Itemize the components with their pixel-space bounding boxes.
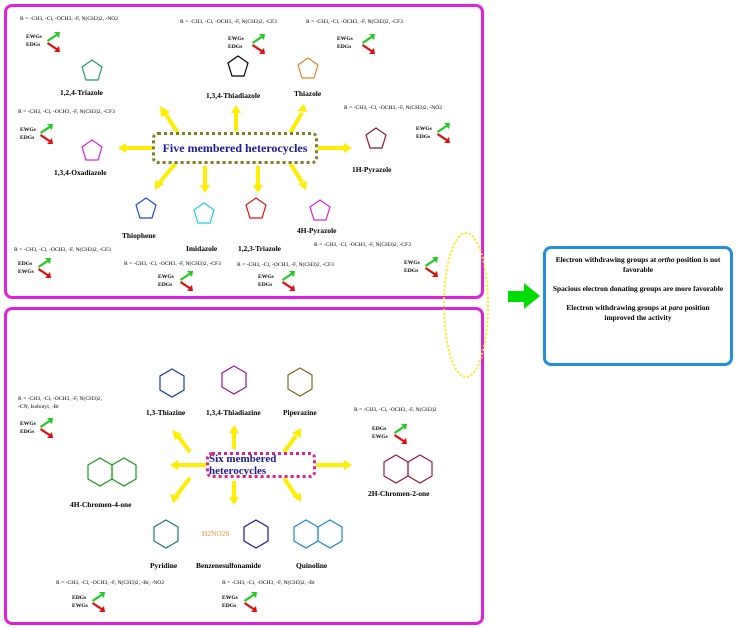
five-yellow-arrows: [126, 111, 344, 185]
ring-benzenesulfonamide: [243, 519, 269, 549]
r-line-thiophene: R = -CH3, -Cl, -OCH3, -F, N(CH3)2, -CF3: [14, 247, 111, 253]
r-line-chromen4: R = -CH3, -Cl, -OCH3, -F, N(CH3)2,: [18, 396, 102, 402]
name-123-triazole: 1,2,3-Triazole: [238, 244, 281, 253]
six-membered-panel: [4, 307, 484, 625]
six-yellow-arrowheads: [170, 425, 352, 505]
r-line-thiazole: R = -CH3, -Cl, -OCH3, -F, N(CH3)2, -CF3: [306, 19, 403, 25]
five-membered-panel: [4, 4, 484, 299]
ring-thiophene: [135, 197, 157, 219]
ring-thiazole: [297, 57, 319, 79]
ring-4h-pyrazole: [309, 199, 331, 221]
ring-4h-chromen-4-one: [87, 457, 137, 487]
info-line-spacious: Spacious electron donating groups are mo…: [552, 284, 724, 293]
ring-imidazole: [193, 202, 215, 224]
five-membered-title: Five membered heterocycles: [162, 140, 308, 155]
name-quinoline: Quinoline: [296, 561, 328, 570]
r-line-124-triazole: R = -CH3, -Cl, -OCH3, -F, N(CH3)2, -NO2: [20, 16, 119, 22]
dotted-ellipse: [443, 232, 489, 378]
six-membered-title: Six membered heterocycles: [209, 453, 277, 477]
five-yellow-arrowheads: [118, 104, 352, 193]
r-line-thiadiazole: R = -CH3, -Cl, -OCH3, -F, N(CH3)2, -CF3: [180, 19, 277, 25]
five-membered-title-box: Five membered heterocycles: [152, 132, 318, 164]
ring-134-thiadiazole: [227, 55, 249, 77]
name-4h-pyrazole: 4H-Pyrazole: [297, 226, 337, 235]
sar-info-box: Electron withdrawing groups at ortho pos…: [543, 246, 733, 366]
r-line-oxadiazole: R = -CH3, -Cl, -OCH3, -F, N(CH3)2, -CF3: [18, 109, 115, 115]
name-1h-pyrazole: 1H-Pyrazole: [352, 165, 392, 174]
ring-1h-pyrazole: [365, 127, 387, 149]
name-imidazole: Imidazole: [186, 244, 218, 253]
ring-134-thiadiazine: [221, 365, 247, 395]
r-line-pyridine: R = -CH3, -Cl, -OCH3, -F, N(CH3)2, -Br, …: [56, 580, 165, 586]
name-2h-chromen-2-one: 2H-Chromen-2-one: [368, 489, 430, 498]
ring-13-thiazine: [159, 368, 185, 398]
name-134-thiadiazine: 1,3,4-Thiadiazine: [206, 408, 261, 417]
r-line-1h-pyrazole: R = -CH3, -Cl, -OCH3, -F, N(CH3)2, -NO2: [344, 105, 443, 111]
name-thiophene: Thiophene: [122, 231, 156, 240]
name-134-thiadiazole: 1,3,4-Thiadiazole: [206, 91, 261, 100]
six-membered-title-box: Six membered heterocycles: [206, 452, 316, 478]
ring-2h-chromen-2-one: [383, 454, 433, 484]
r-line-123-triazole: R = -CH3, -Cl, -OCH3, -F, N(CH3)2, -CF3: [237, 262, 334, 268]
label-h2no2s: H2NO2S: [202, 529, 230, 538]
ring-piperazine: [287, 367, 313, 397]
name-4h-chromen-4-one: 4H-Chromen-4-one: [70, 500, 132, 509]
ewg-edg-indicators: [38, 32, 450, 612]
r-line-sulfonamide: R = -CH3, -Cl, -OCH3, -F, N(CH3)2, -Br: [222, 580, 315, 586]
name-thiazole: Thiazole: [294, 89, 322, 98]
ring-124-triazole: [81, 59, 103, 81]
six-yellow-arrows: [174, 433, 344, 498]
info-line-ortho: Electron withdrawing groups at ortho pos…: [555, 255, 721, 274]
ring-pyridine: [153, 519, 179, 549]
r-line-chromen4-b: -CN, Isobutyl, -Br: [18, 404, 60, 410]
r-line-4h-pyrazole: R = -CH3, -Cl, -OCH3, -F, N(CH3)2, -CF3: [314, 242, 411, 248]
r-line-imidazole: R = -CH3, -Cl, -OCH3, -F, N(CH3)2, -CF3: [124, 261, 221, 267]
r-line-chromen2: R = -CH3, -Cl, -OCH3, -F, N(CH3)2: [354, 407, 437, 413]
name-134-oxadiazole: 1,3,4-Oxadiazole: [54, 168, 107, 177]
ring-134-oxadiazole: [81, 139, 103, 161]
name-piperazine: Piperazine: [283, 408, 317, 417]
name-pyridine: Pyridine: [150, 561, 178, 570]
ring-123-triazole: [245, 197, 267, 219]
name-124-triazole: 1,2,4-Triazole: [60, 88, 103, 97]
info-line-para: Electron withdrawing groups at para posi…: [566, 303, 710, 322]
ring-quinoline: [293, 519, 343, 549]
name-benzenesulfonamide: Benzenesulfonamide: [196, 561, 261, 570]
big-green-arrow: [508, 283, 540, 309]
name-13-thiazine: 1,3-Thiazine: [146, 408, 186, 417]
